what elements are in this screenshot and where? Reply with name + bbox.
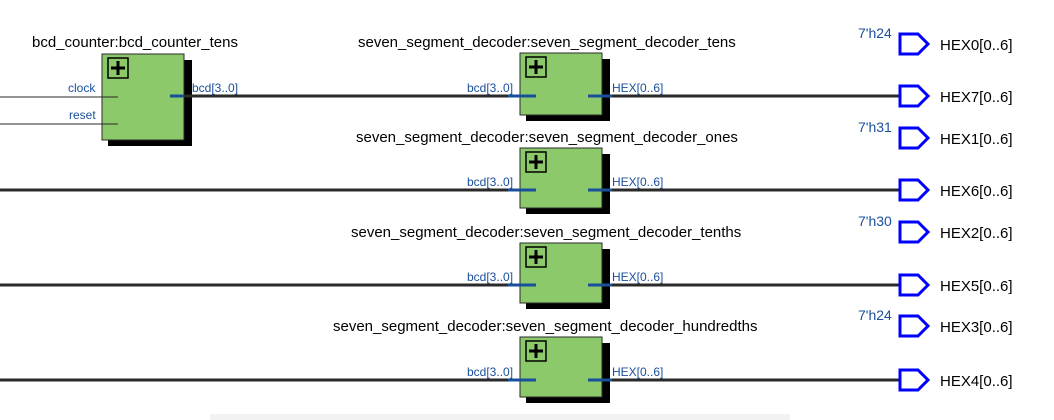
constant-value: 7'h24 xyxy=(858,25,892,41)
pin-label: HEX7[0..6] xyxy=(940,89,1013,106)
output-pin-hex5[interactable]: HEX5[0..6] xyxy=(898,273,1013,297)
counter-block[interactable]: bcd_counter:bcd_counter_tens clock reset… xyxy=(0,34,238,146)
port-clock: clock xyxy=(68,81,96,95)
decoder-title: seven_segment_decoder:seven_segment_deco… xyxy=(356,129,738,146)
output-pin-hex6[interactable]: HEX6[0..6] xyxy=(898,178,1013,202)
constant-value: 7'h24 xyxy=(858,307,892,323)
output-pin-icon xyxy=(898,368,931,392)
port-stubs xyxy=(170,94,612,382)
decoder-title: seven_segment_decoder:seven_segment_deco… xyxy=(333,318,757,335)
decoder-out-port: HEX[0..6] xyxy=(612,81,663,95)
bus-wires xyxy=(0,94,900,382)
decoder-title: seven_segment_decoder:seven_segment_deco… xyxy=(351,224,741,241)
decoder-ones-block[interactable]: seven_segment_decoder:seven_segment_deco… xyxy=(356,129,738,214)
decoder-tenths-block[interactable]: seven_segment_decoder:seven_segment_deco… xyxy=(351,224,741,309)
output-pin-icon xyxy=(898,32,931,56)
decoder-title: seven_segment_decoder:seven_segment_deco… xyxy=(358,34,736,51)
constant-pin-hex2[interactable]: 7'h30 HEX2[0..6] xyxy=(858,213,1013,244)
output-pin-icon xyxy=(898,273,931,297)
pin-label: HEX1[0..6] xyxy=(940,131,1013,148)
output-pin-icon xyxy=(898,220,931,244)
decoder-tens-block[interactable]: seven_segment_decoder:seven_segment_deco… xyxy=(358,34,736,121)
constant-pin-hex0[interactable]: 7'h24 HEX0[0..6] xyxy=(858,25,1013,56)
output-pin-hex7[interactable]: HEX7[0..6] xyxy=(898,84,1013,108)
output-pin-icon xyxy=(898,126,931,150)
output-pin-icon xyxy=(898,84,931,108)
decoder-out-port: HEX[0..6] xyxy=(612,365,663,379)
pin-label: HEX4[0..6] xyxy=(940,373,1013,390)
output-pin-icon xyxy=(898,178,931,202)
decoder-in-port: bcd[3..0] xyxy=(467,270,513,284)
port-reset: reset xyxy=(69,108,96,122)
constant-pin-hex1[interactable]: 7'h31 HEX1[0..6] xyxy=(858,119,1013,150)
horizontal-scrollbar[interactable] xyxy=(210,414,790,420)
decoder-out-port: HEX[0..6] xyxy=(612,175,663,189)
decoder-in-port: bcd[3..0] xyxy=(467,175,513,189)
port-counter-bcd-out: bcd[3..0] xyxy=(192,81,238,95)
decoder-in-port: bcd[3..0] xyxy=(467,81,513,95)
constant-value: 7'h30 xyxy=(858,213,892,229)
expand-icon[interactable] xyxy=(525,340,547,362)
expand-icon[interactable] xyxy=(525,56,547,78)
pin-label: HEX3[0..6] xyxy=(940,319,1013,336)
constant-value: 7'h31 xyxy=(858,119,892,135)
decoder-in-port: bcd[3..0] xyxy=(467,365,513,379)
expand-icon[interactable] xyxy=(107,57,129,79)
counter-title: bcd_counter:bcd_counter_tens xyxy=(32,34,238,51)
output-pin-hex4[interactable]: HEX4[0..6] xyxy=(898,368,1013,392)
pin-label: HEX0[0..6] xyxy=(940,37,1013,54)
constant-pin-hex3[interactable]: 7'h24 HEX3[0..6] xyxy=(858,307,1013,338)
pin-label: HEX6[0..6] xyxy=(940,183,1013,200)
pin-label: HEX5[0..6] xyxy=(940,278,1013,295)
pin-label: HEX2[0..6] xyxy=(940,225,1013,242)
expand-icon[interactable] xyxy=(525,151,547,173)
decoder-out-port: HEX[0..6] xyxy=(612,270,663,284)
output-pin-icon xyxy=(898,314,931,338)
expand-icon[interactable] xyxy=(525,246,547,268)
decoder-hundredths-block[interactable]: seven_segment_decoder:seven_segment_deco… xyxy=(333,318,757,403)
